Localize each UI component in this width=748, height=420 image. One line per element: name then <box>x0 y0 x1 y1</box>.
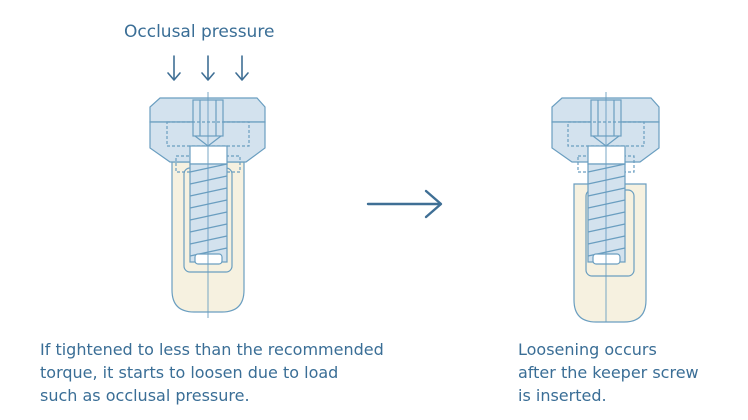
caption-loosened-line-1: Loosening occurs <box>518 340 657 359</box>
caption-tightened: If tightened to less than the recommende… <box>40 338 384 407</box>
right-arrow-icon <box>366 189 443 219</box>
caption-loosened-line-3: is inserted. <box>518 386 607 405</box>
screw-assembly-loosened <box>551 92 660 323</box>
caption-tightened-line-2: torque, it starts to loosen due to load <box>40 363 339 382</box>
screw-assembly-tightened <box>149 92 266 318</box>
caption-tightened-line-3: such as occlusal pressure. <box>40 386 250 405</box>
down-arrow-icon <box>167 55 249 81</box>
caption-tightened-line-1: If tightened to less than the recommende… <box>40 340 384 359</box>
caption-loosened: Loosening occurs after the keeper screw … <box>518 338 699 407</box>
pressure-title: Occlusal pressure <box>124 22 275 42</box>
caption-loosened-line-2: after the keeper screw <box>518 363 699 382</box>
